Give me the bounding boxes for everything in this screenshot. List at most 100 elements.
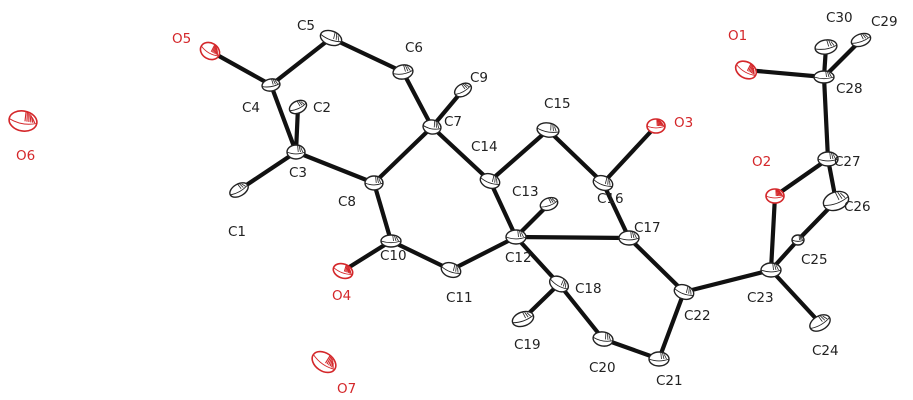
bond-c7-c14	[429, 124, 493, 184]
label-c15: C15	[544, 96, 571, 112]
atom-o3	[646, 118, 666, 134]
bond-c12-c14	[487, 178, 519, 240]
label-c16: C16	[597, 191, 624, 207]
atom-o4	[332, 262, 354, 280]
label-c9: C9	[470, 70, 488, 86]
label-c10: C10	[380, 248, 407, 264]
bond-c14-c15	[487, 127, 551, 184]
bond-c17-c12	[513, 234, 632, 241]
label-c7: C7	[444, 114, 462, 130]
label-c29: C29	[871, 14, 898, 30]
bond-c10-o4	[340, 238, 394, 274]
label-o7: O7	[337, 381, 356, 397]
label-o5: O5	[172, 31, 191, 47]
bond-c3-c8	[293, 149, 377, 186]
atom-c18	[548, 275, 570, 293]
atom-o1	[734, 60, 758, 80]
bond-c7-c8	[371, 124, 435, 186]
atom-c12	[505, 229, 527, 245]
bond-c27-c28	[821, 74, 831, 162]
bond-c15-c16	[545, 127, 606, 186]
label-c20: C20	[589, 360, 616, 376]
label-c21: C21	[656, 373, 683, 389]
atom-c10	[380, 234, 402, 248]
atom-c20	[592, 331, 614, 347]
label-c11: C11	[446, 290, 473, 306]
bond-c11-c12	[448, 234, 519, 273]
label-c18: C18	[575, 281, 602, 297]
atom-c15	[536, 122, 560, 138]
label-c5: C5	[297, 18, 315, 34]
label-c24: C24	[812, 343, 839, 359]
bond-c16-o3	[600, 123, 659, 186]
atom-c11	[440, 261, 462, 279]
atom-c25	[791, 234, 805, 246]
label-o1: O1	[728, 28, 747, 44]
atom-o7	[311, 350, 337, 374]
atom-c1	[229, 182, 249, 198]
atom-c7	[422, 119, 442, 135]
atom-o6	[8, 110, 38, 132]
bond-c16-c17	[600, 180, 632, 241]
atom-c2	[288, 99, 308, 115]
bond-c3-c1	[236, 149, 299, 193]
label-c23: C23	[747, 290, 774, 306]
bond-o2-c27	[772, 156, 831, 199]
label-c25: C25	[801, 252, 828, 268]
atom-c3	[286, 144, 306, 160]
bond-c6-c7	[400, 69, 435, 130]
atom-o5	[199, 41, 221, 61]
bond-c12-c18	[513, 234, 562, 287]
atom-c28	[813, 70, 835, 84]
bond-c8-c10	[371, 180, 394, 244]
bond-o5-c4	[207, 48, 274, 88]
atoms-layer	[8, 29, 872, 374]
bond-c10-c11	[388, 238, 454, 273]
atom-c22	[673, 283, 695, 301]
label-c12: C12	[505, 250, 532, 266]
label-c22: C22	[684, 308, 711, 324]
atom-c9	[453, 82, 473, 98]
atom-c27	[817, 151, 839, 167]
label-c28: C28	[836, 81, 863, 97]
atom-c6	[392, 64, 414, 80]
label-c6: C6	[405, 40, 423, 56]
label-c30: C30	[826, 10, 853, 26]
atom-c16	[592, 174, 614, 192]
atom-c5	[319, 29, 343, 47]
atom-c17	[618, 230, 640, 246]
bond-c28-o1	[743, 67, 827, 80]
label-c13: C13	[512, 184, 539, 200]
label-o2: O2	[752, 154, 771, 170]
bond-c23-c24	[768, 267, 823, 326]
atom-c26	[822, 190, 850, 212]
label-c3: C3	[289, 165, 307, 181]
bond-c4-c5	[268, 35, 334, 88]
atom-c30	[814, 39, 838, 55]
label-o3: O3	[674, 115, 693, 131]
bond-c4-c3	[268, 82, 299, 155]
label-c1: C1	[228, 224, 246, 240]
atom-c21	[648, 351, 670, 367]
bond-c22-c23	[681, 267, 774, 295]
label-c2: C2	[313, 100, 331, 116]
atom-c29	[850, 32, 872, 48]
label-c27: C27	[834, 154, 861, 170]
label-c19: C19	[514, 337, 541, 353]
label-c14: C14	[471, 139, 498, 155]
atom-c13	[539, 196, 559, 212]
labels-layer: C1C2C3C4C5C6C7C8C9C10C11C12C13C14C15C16C…	[16, 10, 898, 397]
label-o6: O6	[16, 148, 35, 164]
label-c26: C26	[844, 199, 871, 215]
bond-c18-c20	[556, 281, 606, 342]
atom-c8	[364, 175, 384, 191]
bond-c17-c22	[626, 235, 687, 295]
bond-c5-c6	[328, 35, 406, 75]
label-c8: C8	[338, 194, 356, 210]
atom-o2	[765, 188, 785, 204]
bond-c23-o2	[768, 193, 778, 273]
atom-c19	[511, 310, 535, 328]
label-c17: C17	[634, 220, 661, 236]
